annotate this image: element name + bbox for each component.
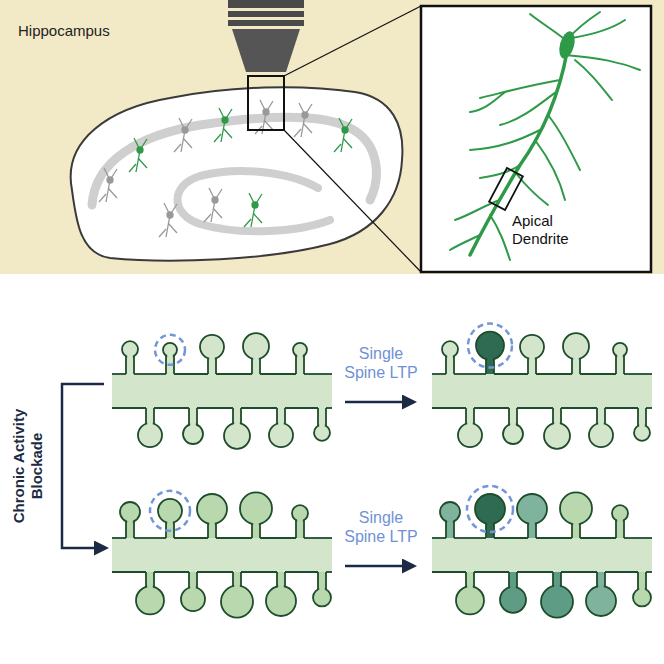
- neuron: [214, 108, 232, 142]
- dendrite: [112, 491, 332, 618]
- neuron: [334, 118, 352, 152]
- ltp-label: Single Spine LTP: [338, 344, 424, 382]
- pyramidal-neuron: [450, 12, 640, 260]
- dendrite: [432, 324, 652, 449]
- neuron: [129, 138, 147, 172]
- neurons: [99, 100, 352, 237]
- neuron: [99, 168, 117, 202]
- neuron: [255, 100, 273, 134]
- dendrite: [112, 333, 332, 449]
- blockade-bracket: [62, 384, 106, 548]
- top-panel: [0, 0, 664, 274]
- hippocampus-slice: [71, 87, 403, 260]
- inset-frame: [421, 6, 651, 272]
- dendrite-diagrams: [112, 324, 652, 618]
- zoom-box: [248, 76, 284, 130]
- ltp-arrow: [345, 565, 414, 568]
- dentate-gyrus: [178, 171, 331, 231]
- ltp-label: Single Spine LTP: [338, 508, 424, 546]
- ltp-arrow: [345, 401, 414, 404]
- objective: [228, 0, 304, 72]
- zoom-line: [284, 6, 421, 76]
- dendrite: [432, 486, 652, 618]
- zoom-line: [284, 130, 421, 272]
- neuron: [159, 203, 177, 237]
- neuron: [294, 103, 312, 137]
- region-label: Hippocampus: [18, 22, 148, 40]
- neuron: [174, 118, 192, 152]
- neuron: [204, 188, 222, 222]
- soma: [557, 30, 578, 61]
- dendrite-label: Apical Dendrite: [512, 212, 602, 248]
- dendrite-box: [489, 168, 523, 210]
- condition-label: Chronic Activity Blockade: [10, 388, 46, 544]
- cell-layer: [92, 117, 376, 205]
- neuron: [244, 193, 262, 227]
